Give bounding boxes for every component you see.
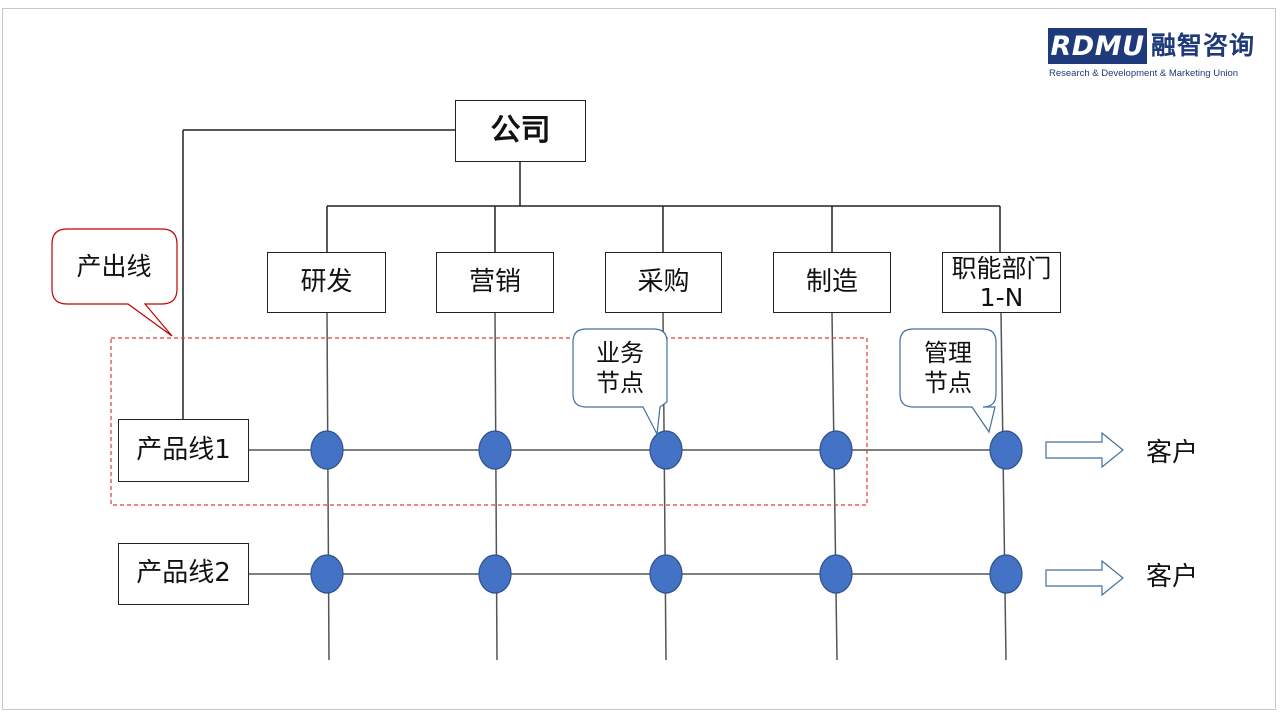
- department-box-purchasing: 采购: [605, 252, 722, 313]
- product-line-box-1: 产品线1: [118, 419, 249, 482]
- column-line-1: [326, 312, 330, 661]
- department-box-marketing: 营销: [436, 252, 554, 313]
- node-r2-c4: [819, 554, 853, 594]
- node-r1-c3: [649, 430, 683, 470]
- department-label: 采购: [637, 266, 690, 297]
- node-r1-c5: [989, 430, 1023, 470]
- department-box-manufacturing: 制造: [773, 252, 891, 313]
- product-line-label: 产品线1: [136, 434, 231, 465]
- product-line-box-2: 产品线2: [118, 543, 249, 605]
- customer-arrow-1: [1045, 431, 1124, 469]
- logo-mark: RDMU: [1048, 28, 1147, 64]
- business-node-callout: [572, 328, 668, 437]
- column-line-4: [831, 312, 838, 661]
- company-label: 公司: [490, 112, 551, 148]
- department-label: 制造: [805, 266, 858, 297]
- node-r2-c2: [478, 554, 512, 594]
- business-node-callout-text: 业务节点: [596, 339, 644, 397]
- node-r1-c2: [478, 430, 512, 470]
- column-line-5: [1000, 312, 1007, 661]
- customer-label-1: 客户: [1146, 438, 1199, 468]
- company-box: 公司: [455, 100, 586, 162]
- management-node-callout: [899, 328, 997, 434]
- column-line-2: [494, 312, 498, 661]
- logo-chinese-name: 融智咨询: [1151, 31, 1256, 60]
- department-box-functional: 职能部门1-N: [942, 252, 1061, 313]
- output-line-callout: [51, 228, 178, 337]
- department-label: 职能部门1-N: [951, 253, 1052, 312]
- product-line-label: 产品线2: [136, 558, 231, 589]
- output-line-callout-text: 产出线: [76, 252, 152, 281]
- node-r2-c1: [310, 554, 344, 594]
- department-label: 营销: [468, 266, 521, 297]
- management-node-callout-text: 管理节点: [924, 339, 972, 397]
- logo-tagline: Research & Development & Marketing Union: [1049, 68, 1239, 79]
- output-line-highlight-box: [110, 337, 868, 506]
- customer-label-2: 客户: [1146, 562, 1199, 592]
- department-box-rd: 研发: [267, 252, 386, 313]
- node-r2-c3: [649, 554, 683, 594]
- node-r1-c1: [310, 430, 344, 470]
- slide-frame: [2, 8, 1276, 710]
- node-r1-c4: [819, 430, 853, 470]
- rdmu-logo: RDMU 融智咨询 Research & Development & Marke…: [1048, 28, 1258, 82]
- department-label: 研发: [300, 266, 353, 297]
- customer-arrow-2: [1045, 559, 1124, 597]
- node-r2-c5: [989, 554, 1023, 594]
